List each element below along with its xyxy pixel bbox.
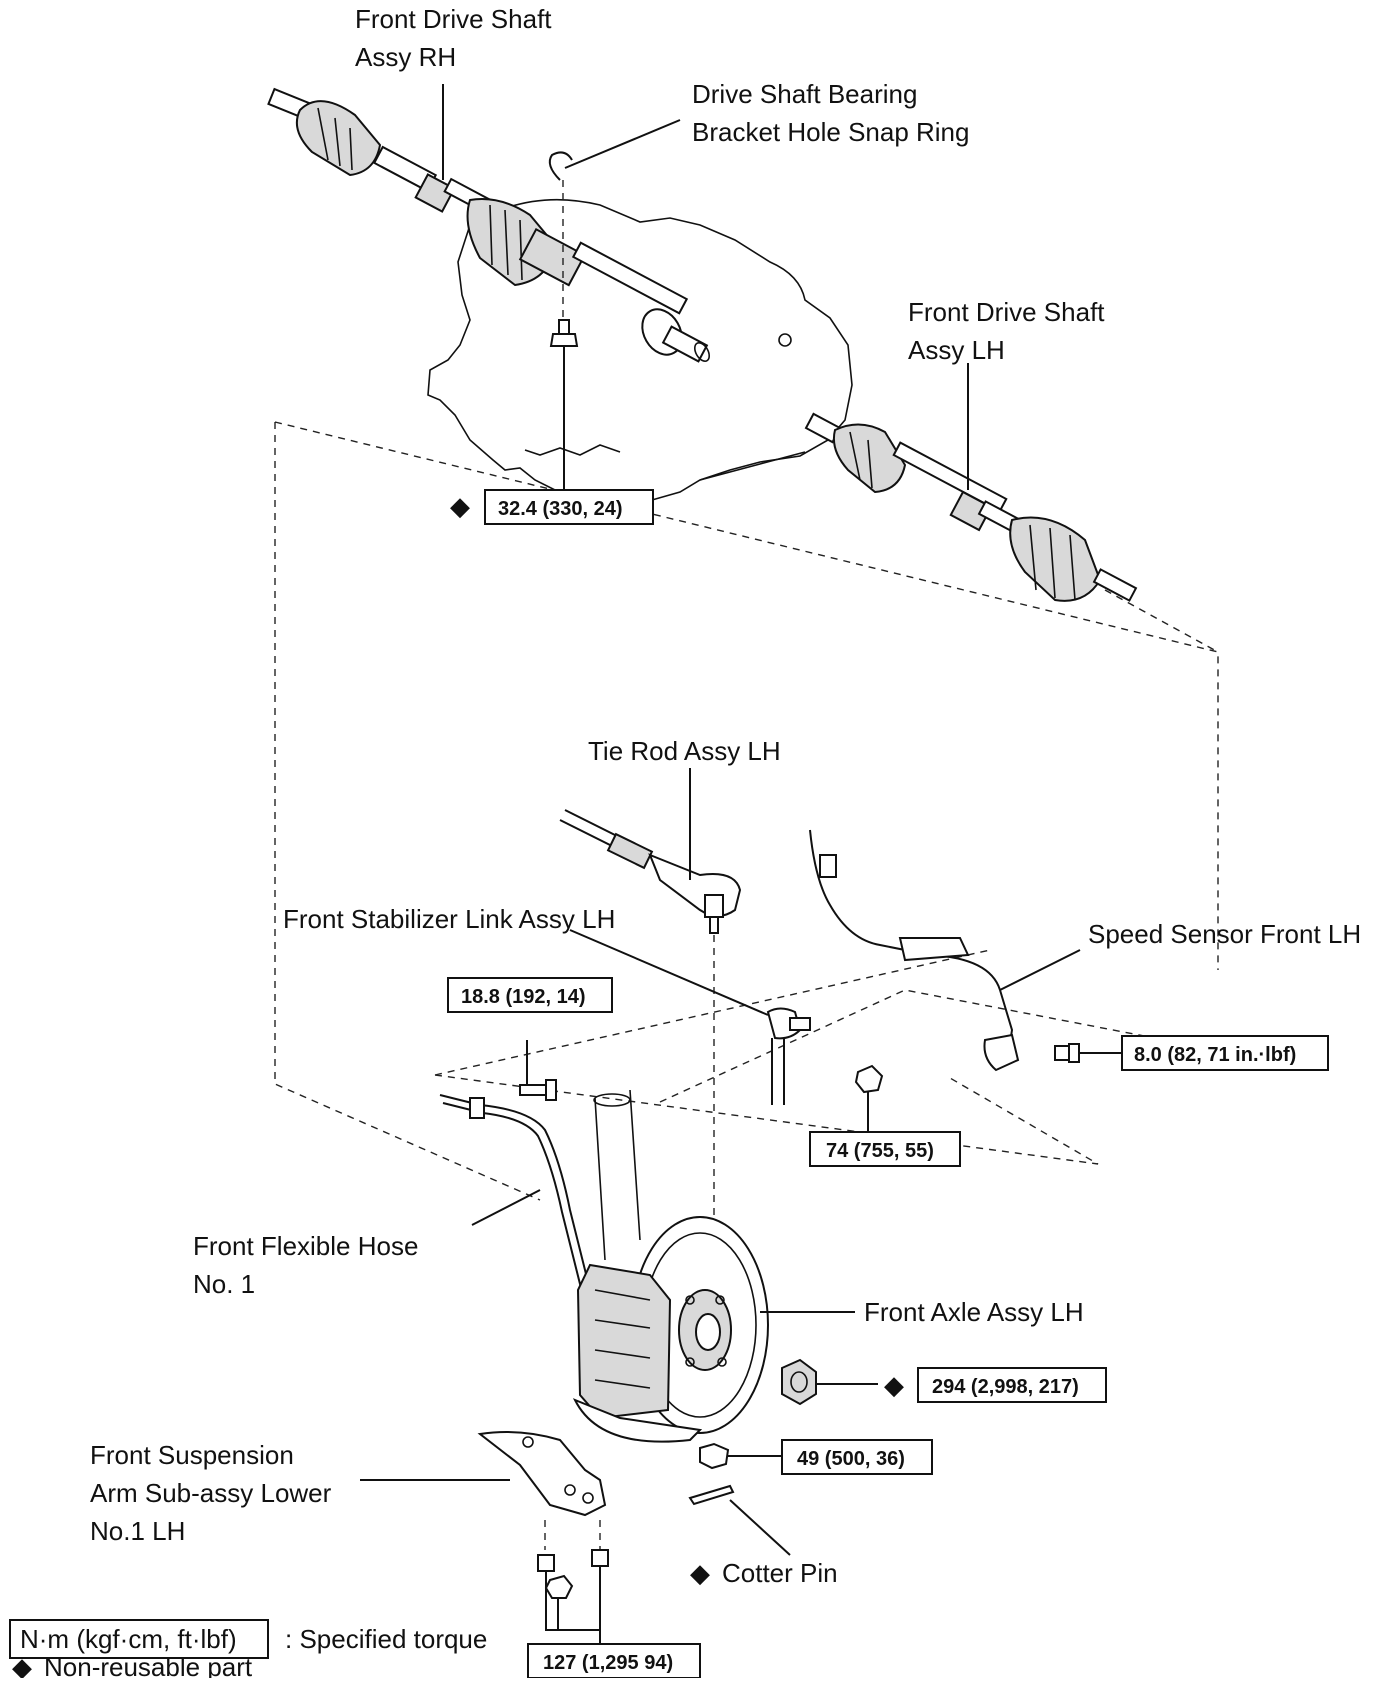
sensor-bolt bbox=[1054, 1043, 1122, 1063]
label-suspension-arm-2: Arm Sub-assy Lower bbox=[90, 1478, 332, 1508]
cotter-pin bbox=[688, 1484, 791, 1556]
label-speed-sensor: Speed Sensor Front LH bbox=[1088, 919, 1361, 949]
flexible-hose bbox=[439, 1094, 591, 1293]
torque-hose-bolt: 18.8 (192, 14) bbox=[447, 977, 613, 1013]
front-axle-assy bbox=[572, 1216, 769, 1443]
torque-value: 18.8 (192, 14) bbox=[461, 986, 586, 1008]
torque-bracket-bolt: ◆ 32.4 (330, 24) bbox=[450, 489, 654, 525]
torque-value: 74 (755, 55) bbox=[826, 1140, 934, 1162]
label-cotter-pin: Cotter Pin bbox=[722, 1558, 838, 1588]
torque-arm-bolts: 127 (1,295 94) bbox=[527, 1643, 701, 1679]
label-flexible-hose-2: No. 1 bbox=[193, 1269, 255, 1299]
label-suspension-arm-1: Front Suspension bbox=[90, 1440, 294, 1470]
torque-link-nut: 74 (755, 55) bbox=[809, 1131, 961, 1167]
legend: N·m (kgf·cm, ft·lbf) : Specified torque … bbox=[9, 1619, 487, 1682]
label-drive-shaft-lh-1: Front Drive Shaft bbox=[908, 297, 1105, 327]
label-flexible-hose-1: Front Flexible Hose bbox=[193, 1231, 418, 1261]
label-stabilizer-link: Front Stabilizer Link Assy LH bbox=[283, 904, 615, 934]
torque-value: 49 (500, 36) bbox=[797, 1448, 905, 1470]
non-reusable-mark: ◆ bbox=[884, 1370, 904, 1400]
axle-nut bbox=[781, 1358, 878, 1406]
link-nut bbox=[854, 1064, 884, 1132]
suspension-arm bbox=[477, 1431, 607, 1550]
legend-torque-unit: N·m (kgf·cm, ft·lbf) bbox=[20, 1624, 237, 1654]
stabilizer-link bbox=[766, 1007, 811, 1105]
label-suspension-arm-3: No.1 LH bbox=[90, 1516, 185, 1546]
torque-value: 127 (1,295 94) bbox=[543, 1652, 673, 1674]
label-drive-shaft-lh-2: Assy LH bbox=[908, 335, 1005, 365]
tie-rod-nut bbox=[699, 1442, 782, 1470]
snap-ring bbox=[548, 151, 573, 320]
arm-bolts bbox=[537, 1549, 609, 1678]
drive-shaft-lh bbox=[804, 412, 1138, 602]
torque-value: 8.0 (82, 71 in.·lbf) bbox=[1134, 1044, 1296, 1066]
label-tie-rod: Tie Rod Assy LH bbox=[588, 736, 781, 766]
legend-torque-desc: : Specified torque bbox=[285, 1624, 487, 1654]
torque-value: 294 (2,998, 217) bbox=[932, 1376, 1079, 1398]
legend-non-reusable: Non-reusable part bbox=[44, 1652, 253, 1678]
hose-bolt bbox=[519, 1040, 557, 1101]
label-snap-ring-1: Drive Shaft Bearing bbox=[692, 79, 917, 109]
bracket-bolt bbox=[549, 319, 579, 505]
label-cotter-pin-mark: ◆ bbox=[690, 1558, 710, 1588]
drive-shaft-rh bbox=[267, 87, 711, 363]
label-drive-shaft-rh-1: Front Drive Shaft bbox=[355, 4, 552, 34]
label-axle: Front Axle Assy LH bbox=[864, 1297, 1084, 1327]
part-labels: Front Drive Shaft Assy RH Drive Shaft Be… bbox=[90, 4, 1361, 1588]
legend-non-reusable-mark: ◆ bbox=[12, 1652, 32, 1678]
non-reusable-mark: ◆ bbox=[450, 491, 470, 521]
label-drive-shaft-rh-2: Assy RH bbox=[355, 42, 456, 72]
torque-sensor-bolt: 8.0 (82, 71 in.·lbf) bbox=[1121, 1035, 1329, 1071]
label-snap-ring-2: Bracket Hole Snap Ring bbox=[692, 117, 969, 147]
torque-axle-nut: ◆ 294 (2,998, 217) bbox=[884, 1367, 1107, 1403]
strut bbox=[593, 1089, 641, 1261]
speed-sensor bbox=[809, 829, 1020, 1072]
torque-tie-rod-nut: 49 (500, 36) bbox=[781, 1439, 933, 1475]
torque-value: 32.4 (330, 24) bbox=[498, 498, 623, 520]
leader-lines bbox=[360, 84, 1081, 1481]
